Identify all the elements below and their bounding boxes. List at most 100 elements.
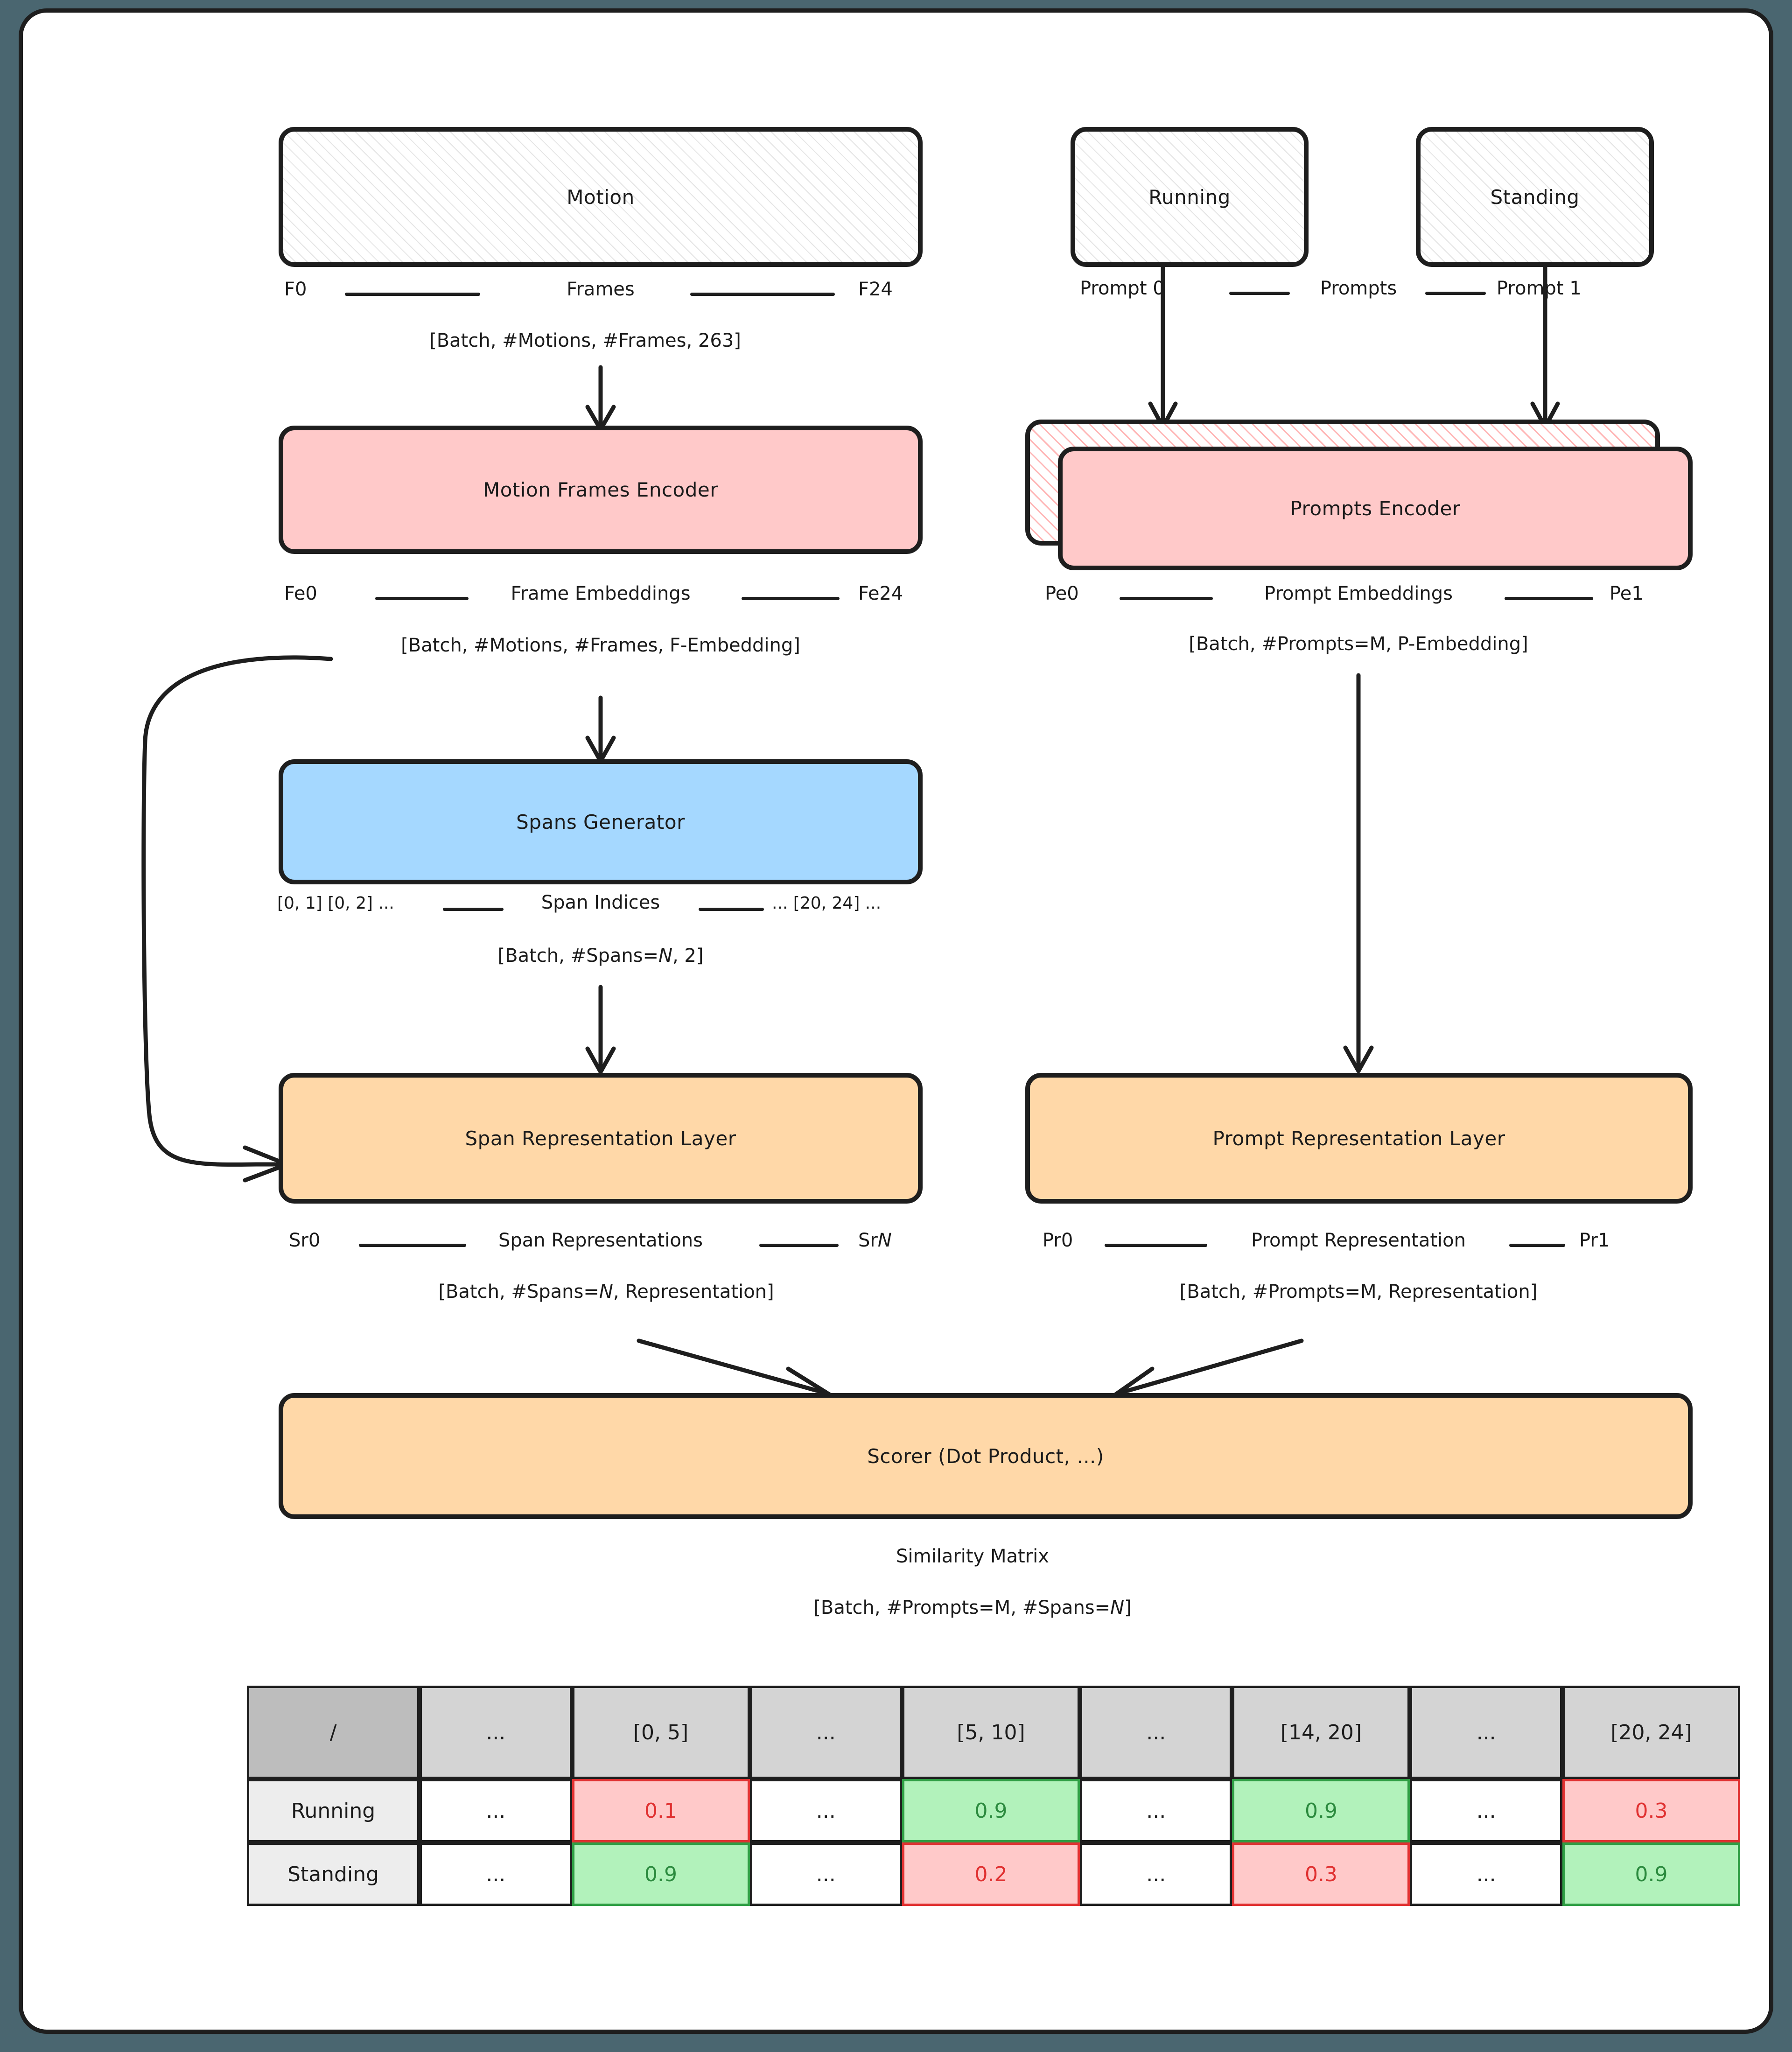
matrix-column-header: ...	[420, 1686, 572, 1779]
prompt-representations-rule-left	[1105, 1244, 1207, 1247]
arrow-spanrep-to-scorer	[637, 1338, 833, 1403]
frames-right-label: F24	[858, 279, 893, 300]
diagram-card: Motion Running Standing F0 Frames F24 [B…	[19, 8, 1773, 2034]
matrix-cell: ...	[1410, 1842, 1562, 1906]
similarity-matrix-title: Similarity Matrix	[896, 1546, 1049, 1567]
prompt-embeddings-rule-right	[1505, 597, 1593, 600]
frames-mid-label: Frames	[567, 279, 635, 300]
span-representations-right-label: SrN	[858, 1230, 892, 1251]
prompts-mid-label: Prompts	[1320, 278, 1397, 299]
prompt-embeddings-shape-label: [Batch, #Prompts=M, P-Embedding]	[1189, 633, 1528, 655]
prompt-representations-right-label: Pr1	[1579, 1230, 1610, 1251]
similarity-matrix-table: /...[0, 5]...[5, 10]...[14, 20]...[20, 2…	[247, 1686, 1740, 1906]
span-representations-rule-left	[359, 1244, 466, 1247]
node-prompt-representation-layer[interactable]: Prompt Representation Layer	[1025, 1073, 1693, 1204]
arrow-motion-to-encoder	[585, 365, 616, 432]
matrix-cell: 0.3	[1562, 1779, 1740, 1842]
matrix-cell: 0.2	[902, 1842, 1080, 1906]
arrow-spanindices-to-spanreplayer	[585, 985, 616, 1074]
matrix-column-header: ...	[749, 1686, 903, 1779]
node-motion-frames-encoder[interactable]: Motion Frames Encoder	[279, 426, 923, 554]
matrix-column-header: [0, 5]	[572, 1686, 750, 1779]
matrix-cell: 0.1	[572, 1779, 750, 1842]
prompt-representations-rule-right	[1509, 1244, 1565, 1247]
matrix-cell: ...	[749, 1842, 903, 1906]
span-representations-shape-label: [Batch, #Spans=N, Representation]	[438, 1281, 774, 1303]
node-running[interactable]: Running	[1071, 127, 1309, 267]
prompts-right-label: Prompt 1	[1497, 278, 1582, 299]
span-indices-mid-label: Span Indices	[541, 892, 660, 913]
span-representations-shape-suffix: , Representation]	[613, 1281, 774, 1303]
prompt-embeddings-mid-label: Prompt Embeddings	[1264, 583, 1453, 604]
span-indices-shape-label: [Batch, #Spans=N, 2]	[498, 945, 704, 966]
arrow-promptembeddings-to-promptreplayer	[1343, 673, 1374, 1073]
span-indices-shape-n: N	[658, 945, 672, 966]
span-indices-rule-right	[699, 908, 764, 911]
matrix-row-header: Running	[247, 1779, 420, 1842]
prompts-rule-left	[1229, 292, 1290, 295]
span-representations-shape-n: N	[599, 1281, 613, 1303]
node-standing-label: Standing	[1490, 185, 1580, 209]
matrix-column-header: [14, 20]	[1232, 1686, 1410, 1779]
span-representations-rule-right	[759, 1244, 839, 1247]
prompts-rule-right	[1425, 292, 1486, 295]
matrix-column-header: ...	[1079, 1686, 1232, 1779]
prompt-embeddings-rule-left	[1120, 597, 1213, 600]
matrix-cell: 0.9	[572, 1842, 750, 1906]
matrix-column-header: ...	[1410, 1686, 1562, 1779]
matrix-cell: ...	[1079, 1842, 1232, 1906]
similarity-shape-prefix: [Batch, #Prompts=M, #Spans=	[813, 1597, 1111, 1618]
span-representations-shape-prefix: [Batch, #Spans=	[438, 1281, 599, 1303]
span-representations-left-label: Sr0	[289, 1230, 321, 1251]
span-representations-mid-label: Span Representations	[498, 1230, 703, 1251]
matrix-cell: 0.9	[1232, 1779, 1410, 1842]
arrow-frameembeddings-to-spansgenerator	[585, 695, 616, 763]
frame-embeddings-rule-right	[742, 597, 840, 600]
matrix-column-header: [5, 10]	[902, 1686, 1080, 1779]
span-representations-right-prefix: Sr	[858, 1230, 878, 1251]
arrow-promptrep-to-scorer	[1113, 1338, 1304, 1403]
matrix-corner-cell: /	[247, 1686, 420, 1779]
matrix-cell: ...	[1079, 1779, 1232, 1842]
node-scorer[interactable]: Scorer (Dot Product, ...)	[279, 1393, 1693, 1519]
node-motion[interactable]: Motion	[279, 127, 923, 267]
matrix-column-header: [20, 24]	[1562, 1686, 1740, 1779]
span-indices-shape-suffix: , 2]	[672, 945, 704, 966]
node-standing[interactable]: Standing	[1416, 127, 1654, 267]
span-indices-rule-left	[443, 908, 504, 911]
matrix-header-row: /...[0, 5]...[5, 10]...[14, 20]...[20, 2…	[247, 1686, 1740, 1779]
node-prompts-encoder-label: Prompts Encoder	[1290, 497, 1461, 520]
frame-embeddings-mid-label: Frame Embeddings	[511, 583, 691, 604]
matrix-cell: ...	[420, 1779, 572, 1842]
matrix-row: Running...0.1...0.9...0.9...0.3	[247, 1779, 1740, 1842]
similarity-shape-suffix: ]	[1124, 1597, 1132, 1618]
similarity-matrix-shape: [Batch, #Prompts=M, #Spans=N]	[813, 1597, 1131, 1618]
node-running-label: Running	[1148, 185, 1231, 209]
frame-embeddings-right-label: Fe24	[858, 583, 903, 604]
matrix-cell: ...	[420, 1842, 572, 1906]
frames-shape-label: [Batch, #Motions, #Frames, 263]	[429, 330, 741, 351]
span-indices-right-label: ... [20, 24] ...	[772, 894, 882, 913]
matrix-row: Standing...0.9...0.2...0.3...0.9	[247, 1842, 1740, 1906]
node-spans-generator[interactable]: Spans Generator	[279, 759, 923, 884]
prompt-representations-shape-label: [Batch, #Prompts=M, Representation]	[1179, 1281, 1538, 1303]
span-indices-left-label: [0, 1] [0, 2] ...	[277, 894, 394, 913]
node-motion-label: Motion	[567, 185, 635, 209]
matrix-cell: 0.9	[1562, 1842, 1740, 1906]
prompt-embeddings-left-label: Pe0	[1045, 583, 1079, 604]
matrix-row-header: Standing	[247, 1842, 420, 1906]
frame-embeddings-rule-left	[375, 597, 469, 600]
span-representations-right-n: N	[877, 1230, 892, 1251]
node-prompt-representation-layer-label: Prompt Representation Layer	[1212, 1127, 1505, 1150]
prompt-embeddings-right-label: Pe1	[1610, 583, 1644, 604]
frames-rule-left	[345, 293, 480, 296]
node-span-representation-layer-label: Span Representation Layer	[465, 1127, 736, 1150]
node-motion-frames-encoder-label: Motion Frames Encoder	[483, 478, 719, 501]
matrix-cell: 0.3	[1232, 1842, 1410, 1906]
node-scorer-label: Scorer (Dot Product, ...)	[867, 1444, 1104, 1468]
matrix-cell: ...	[1410, 1779, 1562, 1842]
frames-left-label: F0	[284, 279, 307, 300]
node-prompts-encoder[interactable]: Prompts Encoder	[1058, 447, 1693, 570]
node-span-representation-layer[interactable]: Span Representation Layer	[279, 1073, 923, 1204]
prompt-representations-left-label: Pr0	[1043, 1230, 1073, 1251]
